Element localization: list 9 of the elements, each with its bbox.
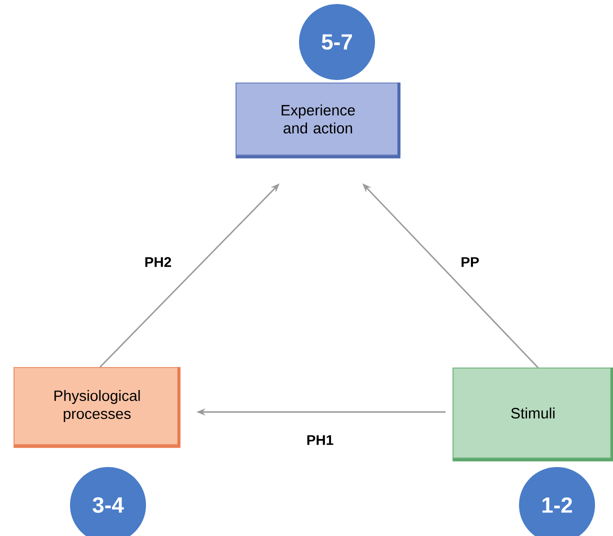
- number-badge: 5-7: [299, 4, 375, 80]
- number-badge: 3-4: [70, 467, 146, 536]
- process-box: Stimuli: [452, 368, 613, 462]
- process-box: Physiological processes: [14, 367, 180, 448]
- edge-label: PH2: [143, 256, 173, 268]
- edge-label: PH1: [305, 434, 335, 446]
- process-box: Experience and action: [236, 82, 400, 158]
- edge-label: PP: [460, 256, 480, 268]
- number-badge: 1-2: [519, 467, 595, 536]
